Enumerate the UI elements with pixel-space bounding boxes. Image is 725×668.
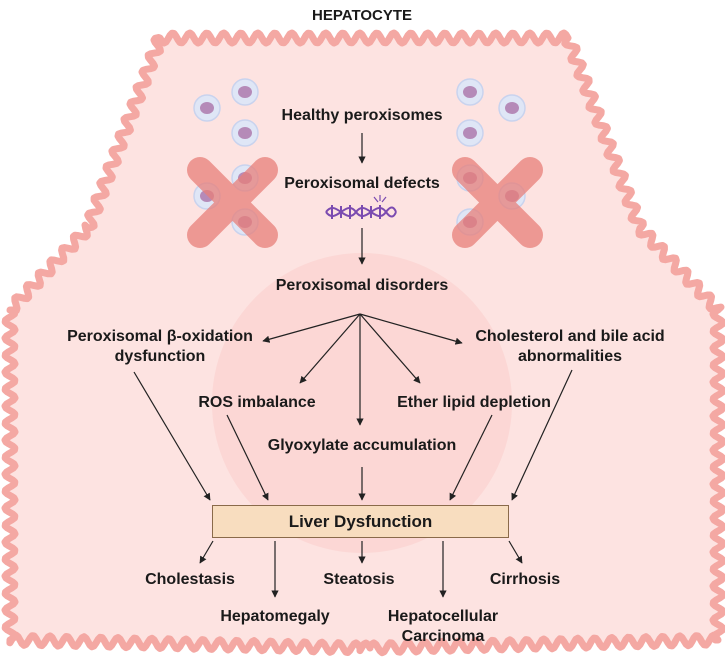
dna-icon [325, 195, 397, 219]
node-hepatomegaly: Hepatomegaly [220, 608, 330, 625]
node-ros-imbalance: ROS imbalance [198, 394, 316, 411]
peroxisome-icon [231, 78, 259, 106]
peroxisome-icon [456, 78, 484, 106]
node-beta-oxidation-dysfunction: Peroxisomal β-oxidation dysfunction [67, 328, 253, 365]
node-cholestasis: Cholestasis [145, 571, 235, 588]
left-cross-icon [187, 157, 278, 248]
arrow-disorders-to-cholesterol [359, 313, 463, 345]
liver-dysfunction-label: Liver Dysfunction [288, 511, 433, 531]
arrow-ros-to-liver [226, 414, 269, 501]
arrow-ether-to-liver [449, 414, 493, 501]
peroxisome-icon [231, 119, 259, 147]
arrow-disorders-to-ether [359, 313, 421, 384]
arrow-liver-to-cholestasis [199, 540, 214, 564]
peroxisome-icon [456, 119, 484, 147]
node-glyoxylate-accumulation: Glyoxylate accumulation [267, 437, 457, 454]
peroxisome-icon [498, 94, 526, 122]
node-ether-lipid-depletion: Ether lipid depletion [397, 394, 551, 411]
arrow-cholesterol-to-liver [511, 369, 573, 501]
diagram-title: HEPATOCYTE [311, 7, 413, 24]
node-peroxisomal-defects: Peroxisomal defects [284, 175, 440, 192]
inner-highlight-circle [212, 253, 512, 553]
arrows [133, 133, 573, 598]
node-steatosis: Steatosis [323, 571, 395, 588]
node-cholesterol-bile-acid: Cholesterol and bile acid abnormalities [475, 328, 665, 365]
arrow-liver-to-cirrhosis [508, 540, 523, 564]
node-cirrhosis: Cirrhosis [489, 571, 561, 588]
node-liver-dysfunction: Liver Dysfunction [212, 505, 509, 538]
arrow-disorders-to-ros [299, 313, 361, 384]
node-peroxisomal-disorders: Peroxisomal disorders [275, 277, 449, 294]
arrow-disorders-to-beta-ox [262, 313, 361, 343]
node-hepatocellular-carcinoma: Hepatocellular Carcinoma [387, 608, 499, 645]
peroxisome-icon [193, 94, 221, 122]
arrow-beta-ox-to-liver [133, 371, 211, 501]
right-cross-icon [452, 157, 543, 248]
node-healthy-peroxisomes: Healthy peroxisomes [281, 107, 443, 124]
